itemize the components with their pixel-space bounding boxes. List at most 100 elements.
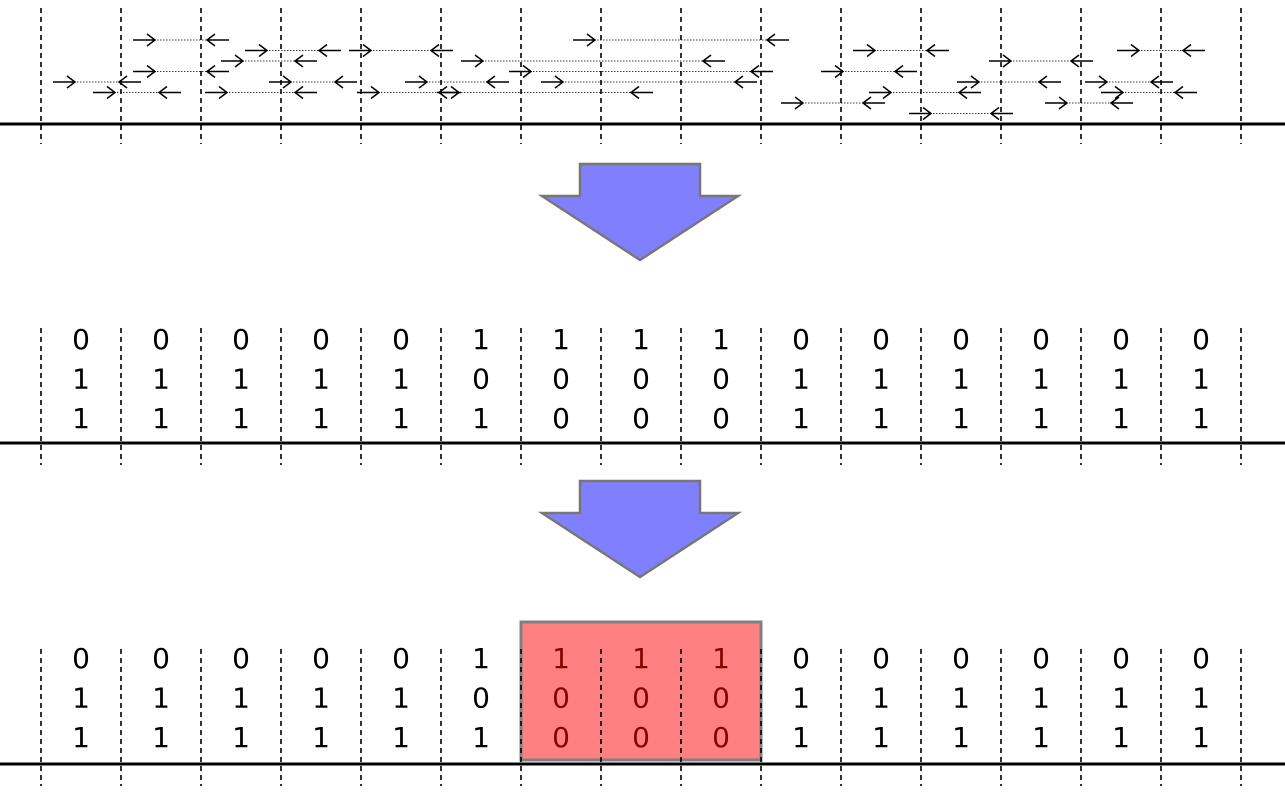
read-pair	[269, 75, 357, 89]
left-arrow-icon	[117, 75, 141, 89]
matrix-cell: 0	[72, 642, 90, 675]
read-pair	[461, 54, 725, 68]
down-arrow-icon	[537, 479, 743, 579]
matrix-cell: 1	[392, 721, 410, 754]
matrix-cell: 0	[712, 682, 730, 715]
matrix-cell: 1	[1112, 402, 1130, 435]
matrix-cell: 1	[1032, 721, 1050, 754]
read-pair	[93, 85, 181, 100]
right-arrow-icon	[541, 75, 565, 89]
read-pair	[1101, 85, 1197, 100]
matrix-cell: 1	[72, 402, 90, 435]
matrix-cell: 0	[1112, 642, 1130, 675]
matrix-cell: 0	[632, 682, 650, 715]
read-pair	[957, 75, 1061, 89]
matrix-cell: 0	[472, 363, 490, 396]
left-arrow-icon	[1149, 75, 1173, 89]
matrix-cell: 0	[632, 721, 650, 754]
down-arrow-shape	[537, 479, 743, 579]
right-arrow-icon	[573, 33, 597, 47]
down-arrow-shape	[537, 162, 743, 262]
left-arrow-icon	[1181, 43, 1205, 58]
matrix-cell: 1	[632, 323, 650, 356]
matrix-cell: 1	[72, 721, 90, 754]
right-arrow-icon	[869, 85, 893, 100]
matrix-cell: 1	[392, 402, 410, 435]
matrix-cell: 0	[1192, 642, 1210, 675]
matrix-cell: 0	[472, 682, 490, 715]
read-pair	[541, 75, 757, 89]
read-pair	[205, 85, 317, 100]
matrix-cell: 1	[792, 721, 810, 754]
read-pair	[405, 75, 509, 89]
left-arrow-icon	[733, 75, 757, 89]
left-arrow-icon	[861, 96, 885, 110]
left-arrow-icon	[893, 64, 917, 79]
matrix-cell: 0	[712, 363, 730, 396]
read-pair	[869, 85, 981, 100]
matrix-cell: 1	[1032, 363, 1050, 396]
matrix-cell: 0	[1192, 323, 1210, 356]
matrix-cell: 1	[712, 323, 730, 356]
matrix-cell: 1	[872, 363, 890, 396]
matrix-cell: 1	[1032, 682, 1050, 715]
matrix-cell: 0	[952, 323, 970, 356]
right-arrow-icon	[357, 85, 381, 100]
matrix-cell: 1	[872, 721, 890, 754]
matrix-cell: 1	[72, 363, 90, 396]
matrix-cell: 1	[152, 721, 170, 754]
read-pair	[245, 43, 341, 58]
read-pair	[821, 64, 917, 79]
right-arrow-icon	[405, 75, 429, 89]
read-pair	[1085, 75, 1173, 89]
matrix-cell: 0	[792, 323, 810, 356]
matrix-cell: 0	[312, 323, 330, 356]
down-arrow-icon	[537, 162, 743, 262]
matrix-cell: 1	[312, 363, 330, 396]
matrix-cell: 1	[232, 721, 250, 754]
matrix-cell: 0	[712, 402, 730, 435]
matrix-cell: 1	[792, 363, 810, 396]
matrix-cell: 0	[632, 402, 650, 435]
matrix-cell: 1	[632, 642, 650, 675]
matrix-cell: 0	[312, 642, 330, 675]
left-arrow-icon	[1173, 85, 1197, 100]
matrix-cell: 0	[552, 721, 570, 754]
left-arrow-icon	[1069, 54, 1093, 68]
matrix-cell: 1	[1112, 721, 1130, 754]
matrix-cell: 1	[232, 682, 250, 715]
left-arrow-icon	[485, 75, 509, 89]
matrix-cell: 1	[472, 642, 490, 675]
highlight-box	[519, 620, 763, 762]
matrix-cell: 0	[712, 721, 730, 754]
left-arrow-icon	[749, 64, 773, 79]
read-pair	[509, 64, 773, 79]
left-arrow-icon	[317, 43, 341, 58]
matrix-cell: 0	[552, 682, 570, 715]
read-pair	[909, 106, 1013, 121]
read-pair	[133, 33, 229, 47]
right-arrow-icon	[245, 43, 269, 58]
right-arrow-icon	[989, 54, 1013, 68]
matrix-cell: 0	[872, 323, 890, 356]
matrix-cell: 1	[152, 682, 170, 715]
read-pair	[781, 96, 885, 110]
left-arrow-icon	[293, 85, 317, 100]
read-pair	[853, 43, 949, 58]
read-pair	[437, 85, 653, 100]
left-arrow-icon	[205, 64, 229, 79]
right-arrow-icon	[461, 54, 485, 68]
matrix-cell: 0	[872, 642, 890, 675]
right-arrow-icon	[781, 96, 805, 110]
left-arrow-icon	[925, 43, 949, 58]
matrix-cell: 0	[552, 363, 570, 396]
matrix-cell: 1	[392, 682, 410, 715]
right-arrow-icon	[1045, 96, 1069, 110]
matrix-cell: 1	[552, 642, 570, 675]
matrix-cell: 1	[1192, 682, 1210, 715]
right-arrow-icon	[53, 75, 77, 89]
left-arrow-icon	[293, 54, 317, 68]
right-arrow-icon	[909, 106, 933, 121]
